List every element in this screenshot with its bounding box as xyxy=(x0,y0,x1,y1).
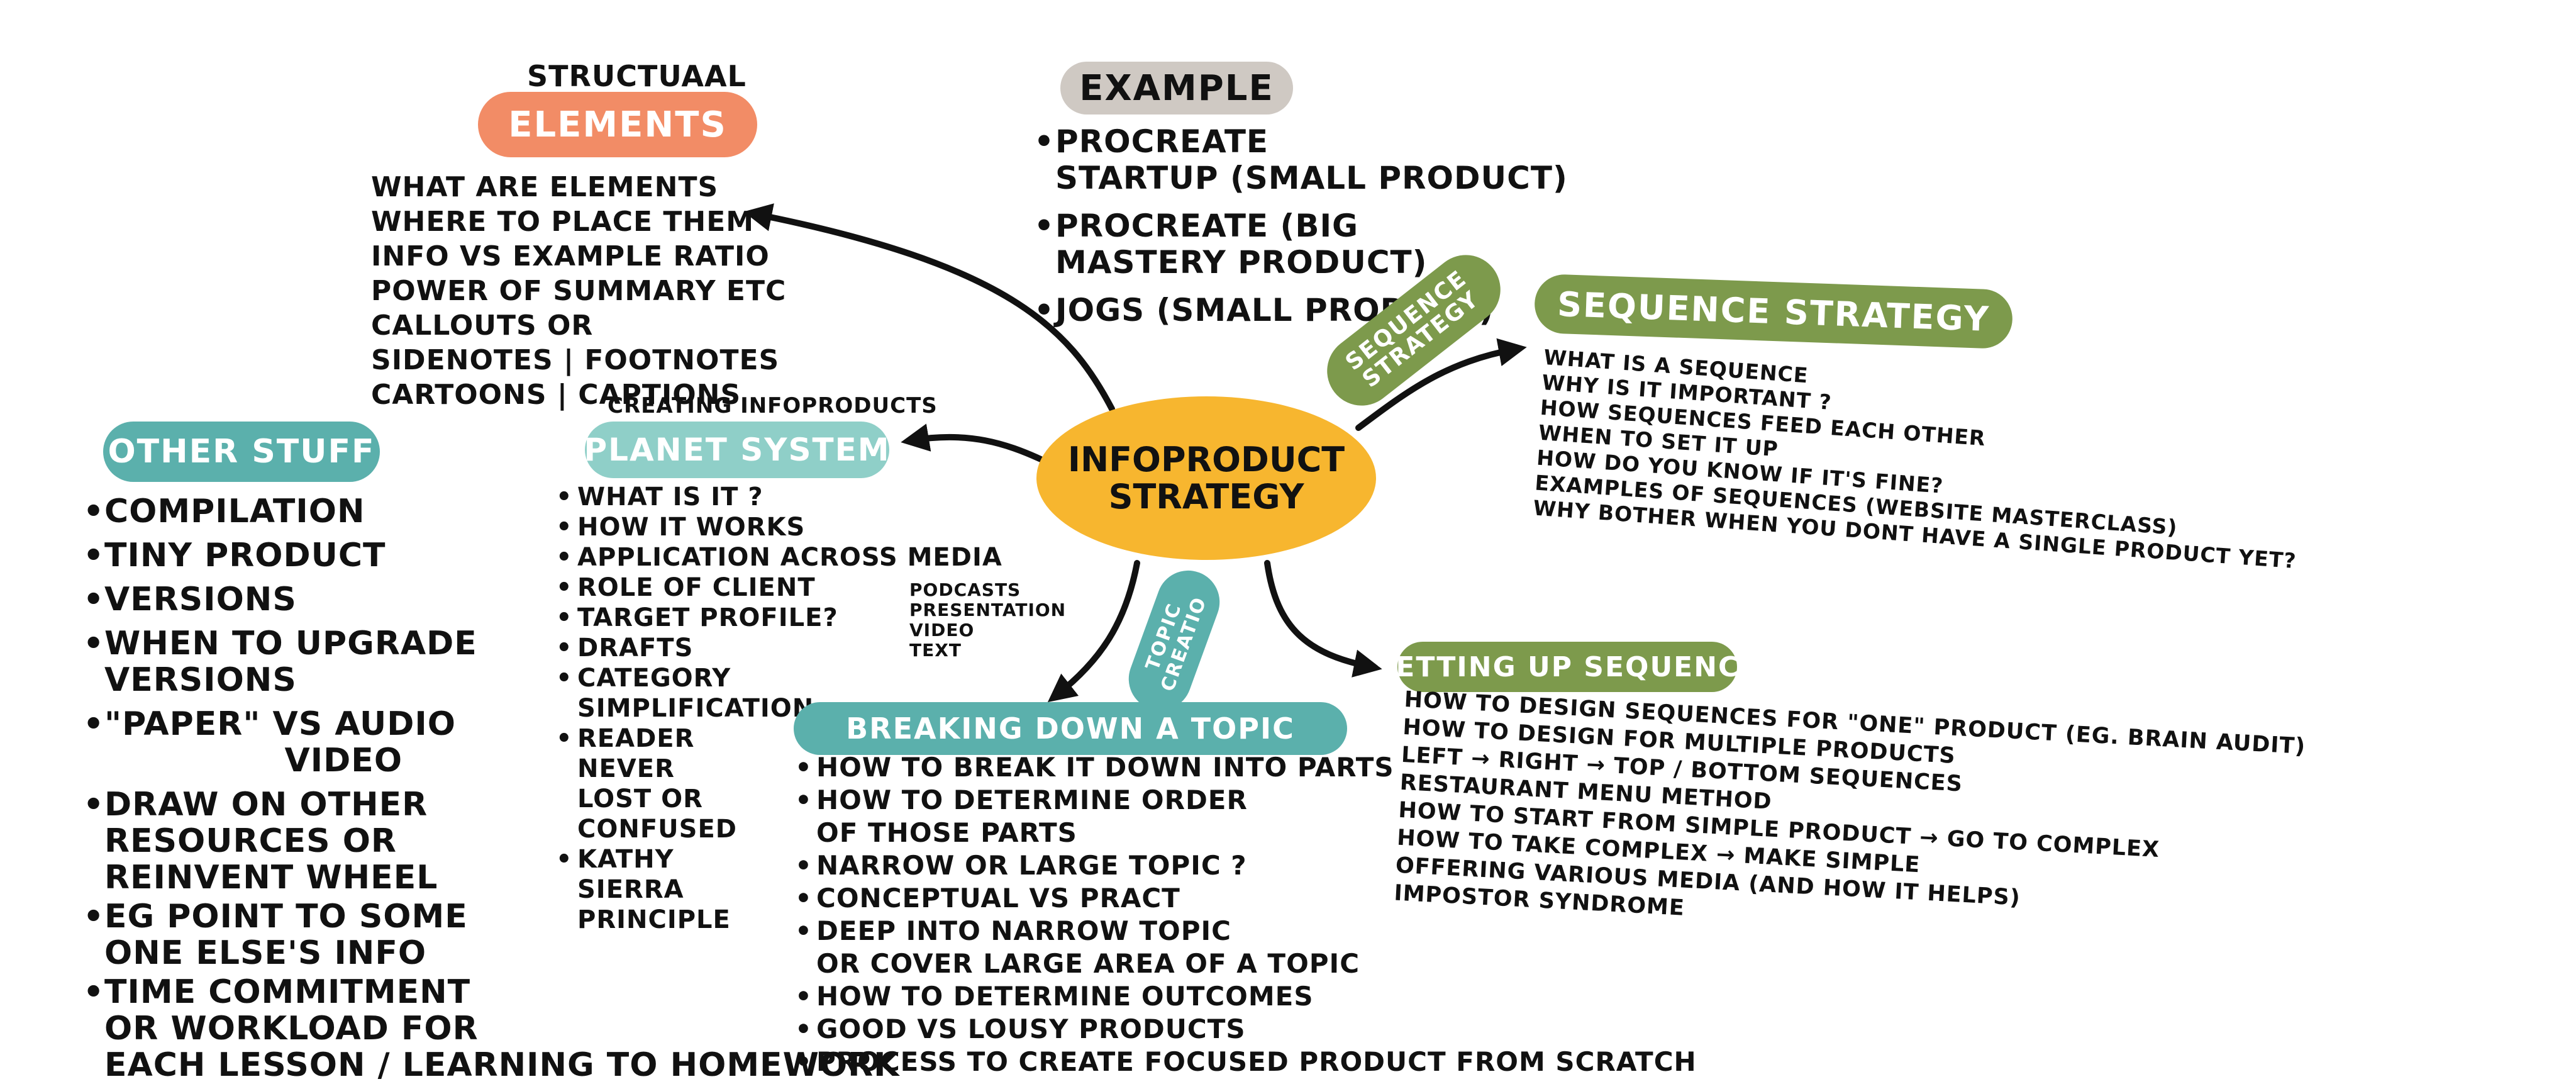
list-item: DEEP INTO NARROW TOPIC OR COVER LARGE AR… xyxy=(792,915,1697,980)
breaking-down-list: HOW TO BREAK IT DOWN INTO PARTS HOW TO D… xyxy=(792,751,1697,1078)
list-item: WHAT IS IT ? xyxy=(553,482,1002,512)
list-item: PODCASTS xyxy=(909,579,1021,600)
list-item: DRAW ON OTHER RESOURCES OR REINVENT WHEE… xyxy=(80,786,899,896)
setting-up-sequence-title: SETTING UP SEQUENCE xyxy=(1375,642,1758,692)
list-item: INFO VS EXAMPLE RATIO xyxy=(371,240,770,272)
list-item: READER NEVER LOST OR CONFUSED xyxy=(553,724,1002,844)
planet-overline: CREATING INFOPRODUCTS xyxy=(608,393,938,418)
example-title: EXAMPLE xyxy=(1060,62,1293,115)
arrow-to-breaking-down xyxy=(1047,560,1140,703)
list-item: DRAFTS xyxy=(553,633,1002,663)
structural-elements-title: ELEMENTS xyxy=(478,92,757,157)
list-item: CARTOONS | CAPTIONS xyxy=(371,379,741,411)
list-item: WHAT ARE ELEMENTS xyxy=(371,171,719,203)
list-item: POWER OF SUMMARY ETC xyxy=(371,275,787,307)
list-item: TEXT xyxy=(909,640,962,661)
list-item: TARGET PROFILE? xyxy=(553,603,1002,633)
list-item: CALLOUTS OR xyxy=(371,310,594,342)
structural-overline: STRUCTUAAL xyxy=(527,59,747,93)
list-item: ROLE OF CLIENT xyxy=(553,573,1002,603)
structural-elements-list: WHAT ARE ELEMENTS WHERE TO PLACE THEM IN… xyxy=(371,170,786,412)
planet-system-title: PLANET SYSTEM xyxy=(584,422,889,478)
arrow-to-sequence-strategy xyxy=(1355,338,1527,431)
list-item: VERSIONS xyxy=(80,581,899,618)
list-item: CONCEPTUAL VS PRACT xyxy=(792,882,1697,915)
center-title-line1: INFOPRODUCT xyxy=(1067,439,1345,479)
list-item: EG POINT TO SOME ONE ELSE'S INFO xyxy=(80,898,899,971)
list-item: GOOD VS LOUSY PRODUCTS xyxy=(792,1013,1697,1046)
list-item: HOW TO BREAK IT DOWN INTO PARTS xyxy=(792,751,1697,784)
list-item: HOW IT WORKS xyxy=(553,512,1002,542)
list-item: CATEGORY SIMPLIFICATION xyxy=(553,663,1002,724)
list-item: PROCREATE STARTUP (SMALL PRODUCT) xyxy=(1031,123,1568,196)
list-item: PROCESS TO CREATE FOCUSED PRODUCT FROM S… xyxy=(792,1046,1697,1078)
breaking-down-title: BREAKING DOWN A TOPIC xyxy=(794,702,1347,755)
list-item: TINY PRODUCT xyxy=(80,537,899,574)
center-title-line2: STRATEGY xyxy=(1108,477,1304,517)
list-item: WHERE TO PLACE THEM xyxy=(371,206,755,238)
list-item: VIDEO xyxy=(909,620,975,640)
list-item: TIME COMMITMENT OR WORKLOAD FOR EACH LES… xyxy=(80,974,899,1083)
list-item: "PAPER" VS AUDIO VIDEO xyxy=(80,706,899,779)
setting-up-sequence-list: HOW TO DESIGN SEQUENCES FOR "ONE" PRODUC… xyxy=(1394,686,2307,954)
center-topic: INFOPRODUCT STRATEGY xyxy=(1036,396,1376,560)
arrow-to-planet-system xyxy=(901,423,1044,462)
list-item: HOW TO DETERMINE OUTCOMES xyxy=(792,980,1697,1013)
list-item: APPLICATION ACROSS MEDIA xyxy=(553,542,1002,573)
list-item: KATHY SIERRA PRINCIPLE xyxy=(553,844,1002,935)
arrow-to-structural-elements xyxy=(743,203,1115,412)
list-item: COMPILATION xyxy=(80,493,899,530)
other-stuff-list: COMPILATION TINY PRODUCT VERSIONS WHEN T… xyxy=(80,493,899,1083)
arrow-to-setting-up xyxy=(1264,560,1382,678)
list-item: PROCREATE (BIG MASTERY PRODUCT) xyxy=(1031,208,1568,281)
list-item: SIDENOTES | FOOTNOTES xyxy=(371,344,780,376)
planet-system-list: WHAT IS IT ? HOW IT WORKS APPLICATION AC… xyxy=(553,482,1002,935)
other-stuff-title: OTHER STUFF xyxy=(103,422,380,482)
list-item: HOW TO DETERMINE ORDER OF THOSE PARTS xyxy=(792,784,1697,849)
example-list: PROCREATE STARTUP (SMALL PRODUCT) PROCRE… xyxy=(1031,123,1568,328)
list-item: NARROW OR LARGE TOPIC ? xyxy=(792,849,1697,882)
planet-media-list: PODCASTS PRESENTATION VIDEO TEXT xyxy=(909,580,1066,661)
list-item: WHEN TO UPGRADE VERSIONS xyxy=(80,625,899,698)
list-item: PRESENTATION xyxy=(909,600,1067,620)
